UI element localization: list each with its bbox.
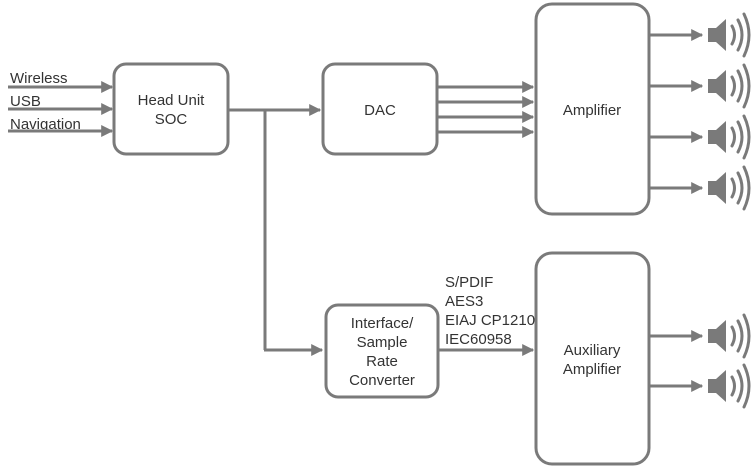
input-label-usb: USB — [10, 93, 41, 110]
head-unit-label-line2: SOC — [155, 111, 188, 128]
dac-label: DAC — [364, 102, 396, 119]
format-label-aes3: AES3 — [445, 293, 483, 310]
aux-amplifier-label-line1: Auxiliary — [564, 342, 621, 359]
aux-output-arrows — [650, 330, 704, 392]
aux-amplifier-label-line2: Amplifier — [563, 361, 621, 378]
amplifier-label: Amplifier — [563, 102, 621, 119]
speaker-icon — [706, 363, 751, 409]
auxiliary-amplifier-block: Auxiliary Amplifier — [534, 251, 651, 466]
format-label-eiaj: EIAJ CP1210 — [445, 312, 535, 329]
input-labels: Wireless USB Navigation — [10, 70, 81, 133]
interface-label-line4: Converter — [349, 372, 415, 389]
interface-converter-block: Interface/ Sample Rate Converter — [324, 303, 440, 399]
interface-label-line1: Interface/ — [351, 315, 414, 332]
amplifier-output-arrows — [650, 29, 704, 194]
interface-label-line3: Rate — [366, 353, 398, 370]
speaker-icon — [706, 165, 751, 211]
amplifier-block: Amplifier — [534, 2, 651, 216]
input-label-wireless: Wireless — [10, 70, 68, 87]
dac-to-amplifier-arrows — [438, 81, 535, 138]
input-label-navigation: Navigation — [10, 116, 81, 133]
soc-connections — [229, 104, 324, 356]
speaker-icon — [706, 63, 751, 109]
input-arrows — [8, 81, 114, 137]
interface-label-line2: Sample — [357, 334, 408, 351]
format-label-iec: IEC60958 — [445, 331, 512, 348]
format-label-spdif: S/PDIF — [445, 274, 493, 291]
digital-format-labels: S/PDIF AES3 EIAJ CP1210 IEC60958 — [445, 274, 535, 348]
speaker-icon — [706, 313, 751, 359]
head-unit-soc-block: Head Unit SOC — [112, 62, 230, 156]
head-unit-label-line1: Head Unit — [138, 92, 206, 109]
aux-speakers — [706, 313, 751, 409]
speaker-icon — [706, 12, 751, 58]
main-speakers — [706, 12, 751, 211]
dac-block: DAC — [321, 62, 439, 156]
speaker-icon — [706, 114, 751, 160]
